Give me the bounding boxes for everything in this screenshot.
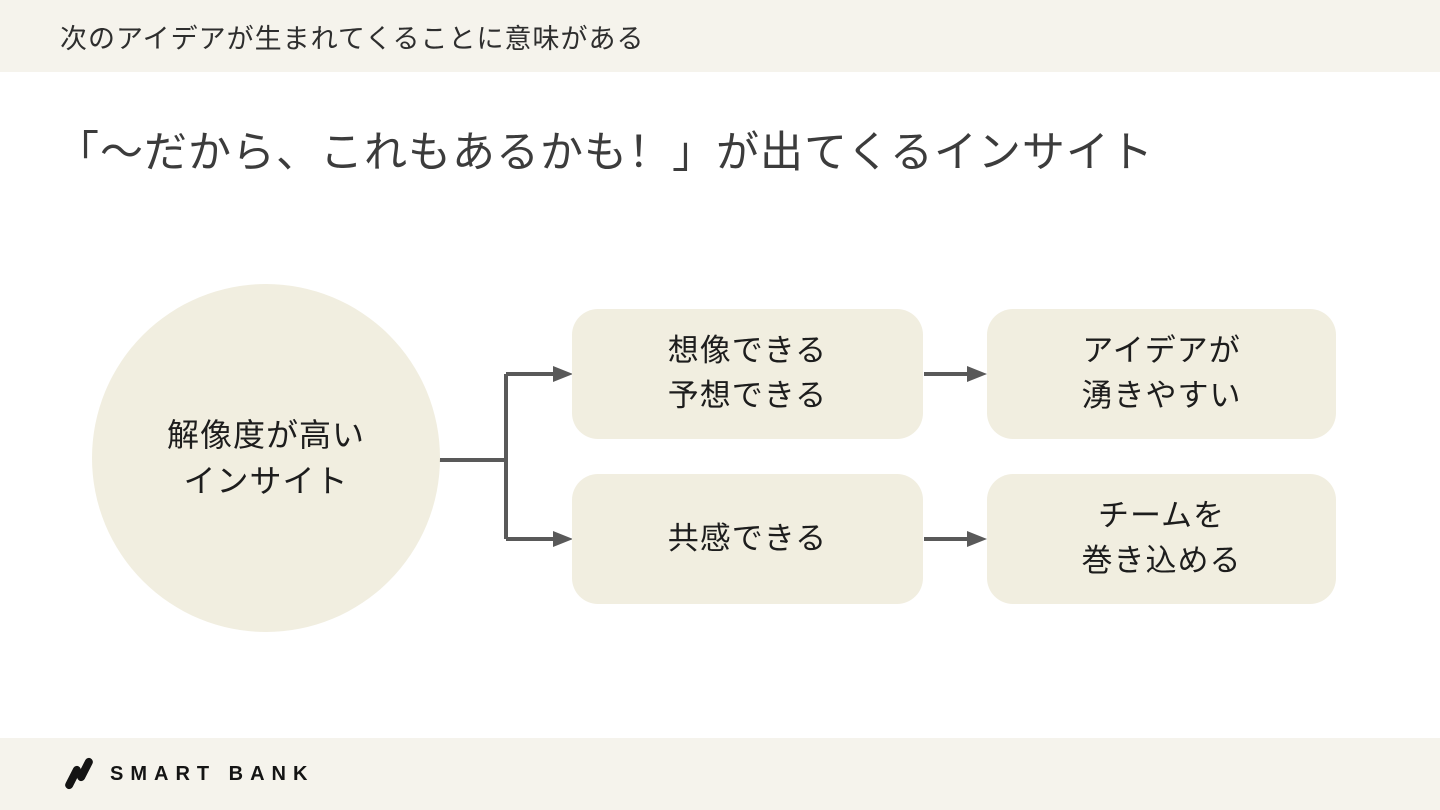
node-involve-team: チームを 巻き込める xyxy=(987,474,1336,604)
node-label-line: チームを xyxy=(1097,498,1226,534)
node-label-line: 予想できる xyxy=(667,378,828,413)
smartbank-logo: SMART BANK xyxy=(63,755,315,793)
arrowhead-top-right xyxy=(967,366,987,382)
footer-bar: SMART BANK xyxy=(0,738,1440,810)
node-label-line: 巻き込める xyxy=(1081,543,1242,578)
smartbank-logo-text: SMART BANK xyxy=(110,762,315,785)
node-high-resolution-insight: 解像度が高い インサイト xyxy=(92,284,440,632)
header-bar: 次のアイデアが生まれてくることに意味がある xyxy=(0,0,1440,72)
arrowhead-bottom-right xyxy=(967,531,987,547)
node-label-line: 想像できる xyxy=(667,333,828,369)
node-can-empathize: 共感できる xyxy=(572,474,923,604)
node-ideas-flow-easily: アイデアが 湧きやすい xyxy=(987,309,1336,439)
arrowhead-bottom-left xyxy=(553,531,573,547)
node-label-line: アイデアが xyxy=(1082,333,1241,369)
node-can-imagine: 想像できる 予想できる xyxy=(572,309,923,439)
smartbank-logo-icon xyxy=(63,755,95,793)
node-label-line: 解像度が高い xyxy=(166,416,365,453)
node-label-line: 共感できる xyxy=(667,520,828,556)
header-title: 次のアイデアが生まれてくることに意味がある xyxy=(60,23,645,54)
node-label-line: インサイト xyxy=(183,463,349,499)
page-title: 「〜だから、これもあるかも！」が出てくるインサイト xyxy=(56,129,1154,177)
arrowhead-top-left xyxy=(553,366,573,382)
node-label-line: 湧きやすい xyxy=(1081,378,1242,413)
